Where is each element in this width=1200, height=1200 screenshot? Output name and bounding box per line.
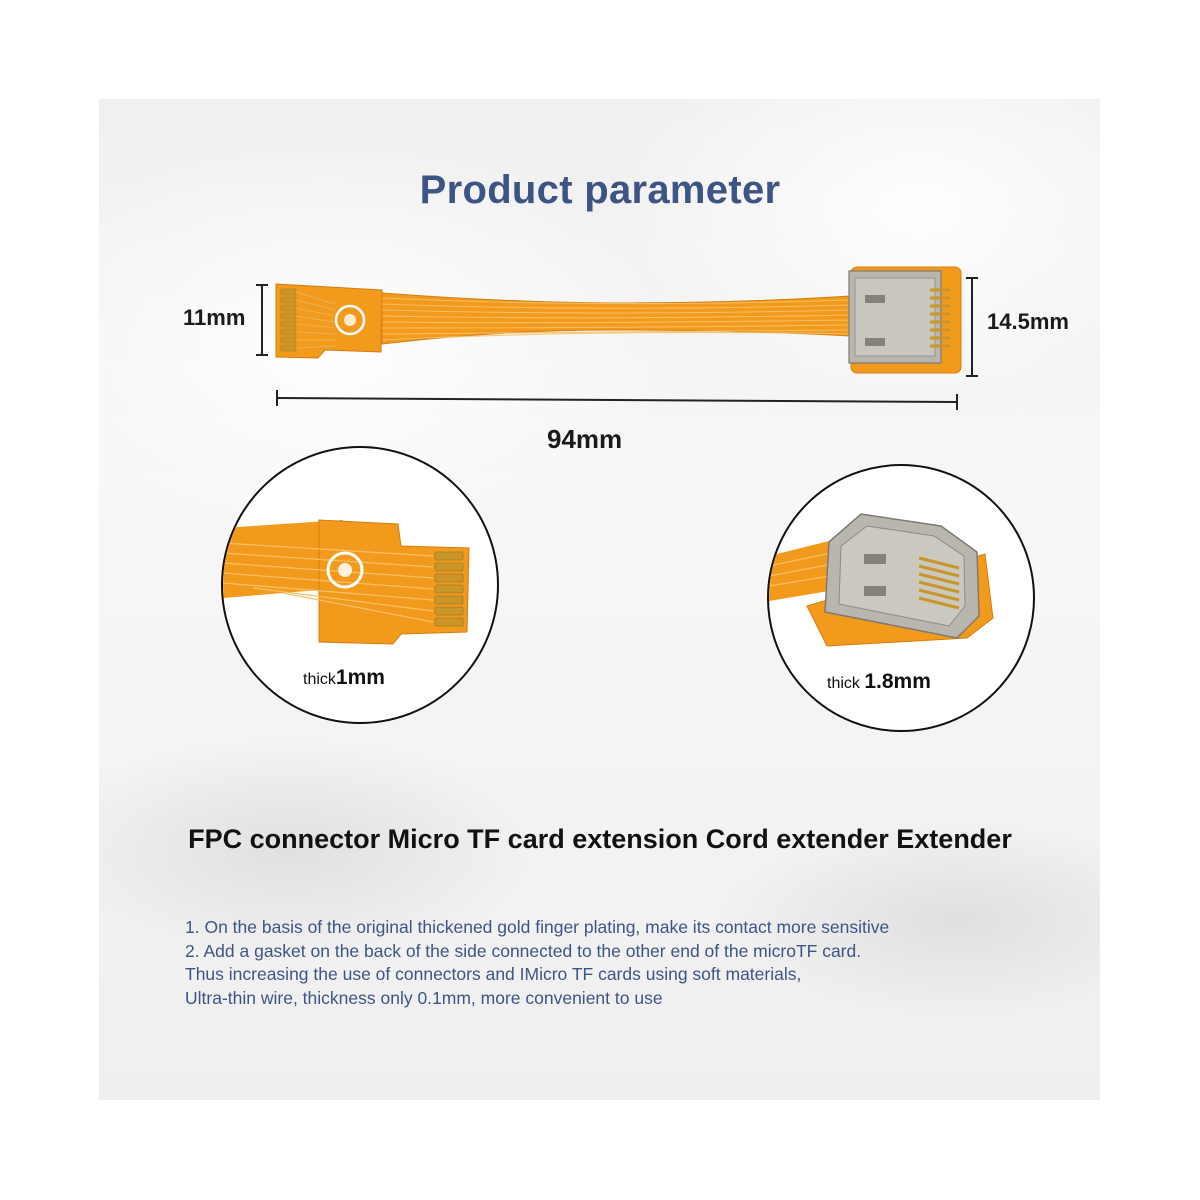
- tf-slot-closeup: [769, 513, 994, 647]
- thick-label-left: thick1mm: [303, 666, 385, 690]
- left-height-bracket: [256, 284, 268, 356]
- length-label: 94mm: [547, 424, 623, 454]
- detail-circle-tf-slot: thick 1.8mm: [767, 464, 1035, 732]
- right-height-bracket: [966, 277, 978, 377]
- length-dimension-line: [276, 390, 958, 410]
- tf-card-slot: [848, 266, 962, 374]
- description-line: Thus increasing the use of connectors an…: [185, 964, 802, 984]
- logo-icon: [326, 551, 364, 589]
- left-height-label: 11mm: [183, 305, 246, 330]
- logo-icon: [334, 304, 366, 336]
- background-shade: [719, 819, 1100, 1019]
- right-height-label: 14.5mm: [987, 309, 1069, 334]
- page-title: Product parameter: [419, 168, 781, 212]
- thick-value: 1.8mm: [864, 670, 931, 693]
- sd-plug-closeup: [223, 519, 470, 645]
- detail-circle-sd-plug: thick1mm: [221, 446, 499, 724]
- description-block: 1. On the basis of the original thickene…: [185, 916, 1085, 1010]
- description-line: 2. Add a gasket on the back of the side …: [185, 940, 862, 961]
- product-name: FPC connector Micro TF card extension Co…: [188, 824, 1012, 854]
- product-diagram: [256, 266, 978, 410]
- description-line: 1. On the basis of the original thickene…: [185, 917, 890, 937]
- thick-value: 1mm: [335, 666, 385, 689]
- background-shade: [99, 739, 539, 959]
- thick-word: thick: [827, 675, 860, 692]
- thick-label-right: thick 1.8mm: [827, 670, 931, 694]
- micro-sd-plug: [275, 283, 383, 359]
- thick-word: thick: [303, 671, 336, 688]
- description-line: Ultra-thin wire, thickness only 0.1mm, m…: [185, 987, 663, 1008]
- ribbon-traces: [381, 297, 851, 341]
